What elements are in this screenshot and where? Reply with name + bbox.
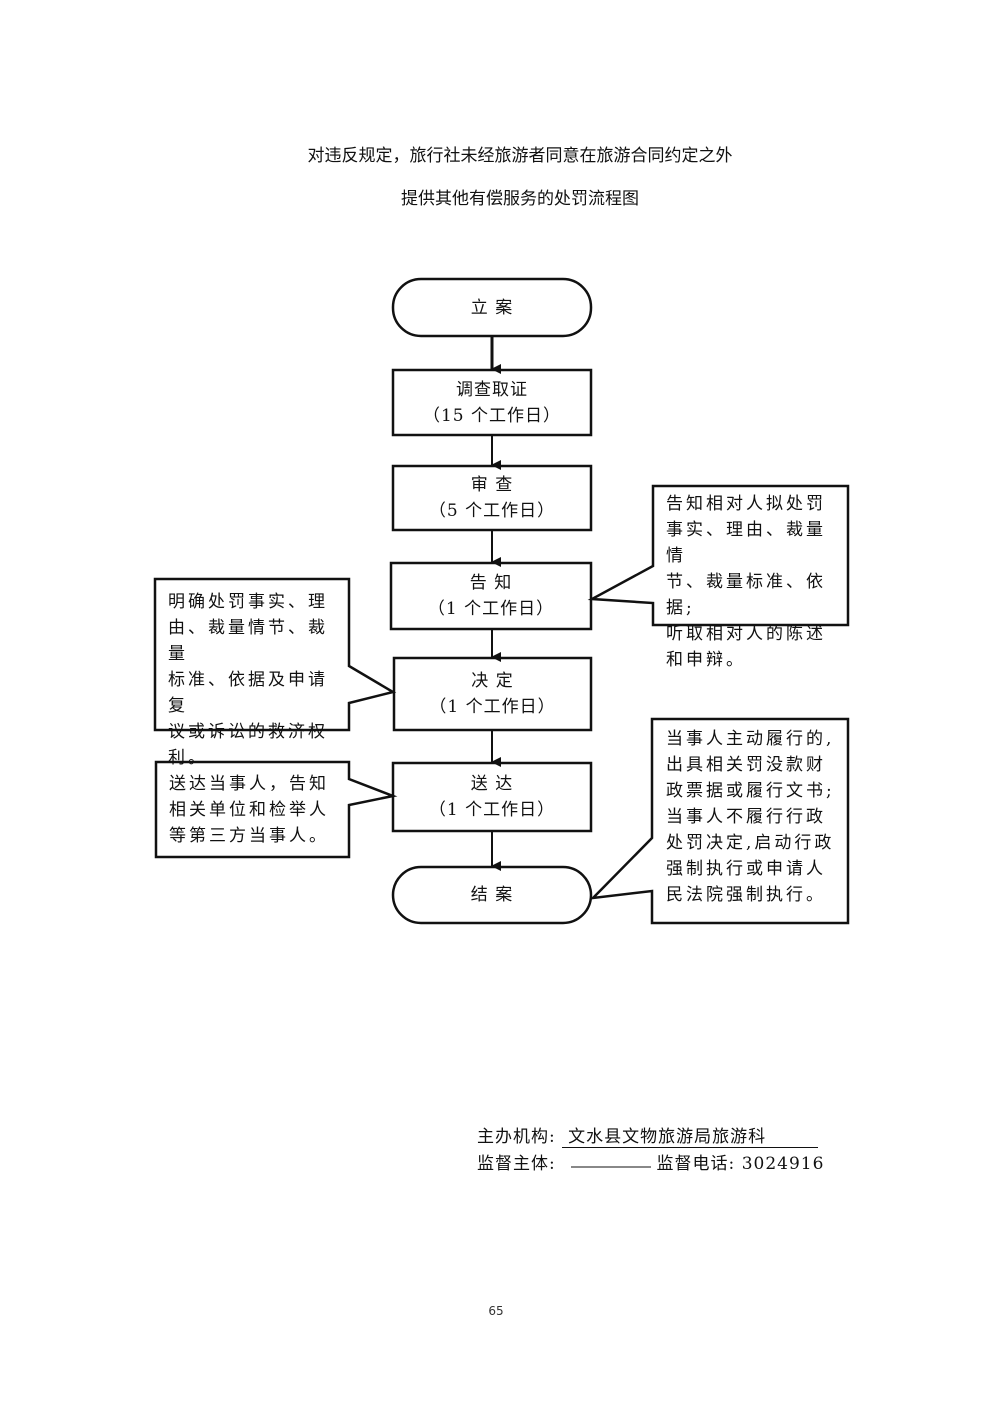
step-label: 告 知 (469, 573, 513, 593)
process-box-investigation (391, 368, 593, 437)
title-line-1: 对违反规定，旅行社未经旅游者同意在旅游合同约定之外 (307, 146, 733, 166)
note-line: 事实、理由、裁量情 (666, 520, 826, 566)
note-line: 处罚决定,启动行政 (666, 833, 835, 853)
step-label: 立 案 (470, 297, 514, 318)
step-closing: 结 案 (393, 867, 591, 923)
step-duration: （1 个工作日） (429, 697, 556, 717)
step-label: 审 查 (470, 475, 514, 495)
footer-supervision: 监督主体: 监督电话: 3024916 (477, 1149, 824, 1174)
supervisor-label: 监督主体: (477, 1154, 556, 1174)
step-duration: （5 个工作日） (428, 501, 556, 521)
note-notify: 告知相对人拟处罚 事实、理由、裁量情 节、裁量标准、依据; 听取相对人的陈述 和… (666, 491, 844, 673)
note-line: 利。 (168, 748, 208, 768)
callout-shape-notify (587, 484, 850, 627)
page-number: 65 (488, 1304, 504, 1318)
step-duration: （1 个工作日） (428, 800, 556, 820)
step-review: 审 查 （5 个工作日） (393, 466, 591, 530)
organizer-label: 主办机构: (477, 1127, 556, 1147)
note-line: 明确处罚事实、理 (168, 592, 328, 612)
note-line: 标准、依据及申请复 (168, 670, 328, 716)
note-line: 议或诉讼的救济权 (168, 722, 328, 742)
step-decision: 决 定 （1 个工作日） (394, 658, 591, 730)
note-line: 和申辩。 (666, 650, 746, 670)
note-decision: 明确处罚事实、理 由、裁量情节、裁量 标准、依据及申请复 议或诉讼的救济权 利。 (168, 589, 346, 771)
phone-label: 监督电话: (656, 1154, 736, 1174)
step-label: 送 达 (470, 774, 514, 794)
footer-organizer: 主办机构: 文水县文物旅游局旅游科 (477, 1122, 819, 1148)
note-line: 当事人主动履行的, (666, 729, 835, 749)
note-line: 听取相对人的陈述 (666, 624, 826, 644)
note-line: 强制执行或申请人 (666, 859, 826, 879)
callout-shape-decision (153, 577, 397, 732)
step-duration: （15 个工作日） (422, 405, 562, 426)
step-filing: 立 案 (393, 279, 591, 336)
note-line: 相关单位和检举人 (169, 800, 329, 820)
step-label: 结 案 (470, 885, 514, 905)
step-investigation: 调查取证 （15 个工作日） (393, 370, 591, 435)
note-line: 节、裁量标准、依据; (666, 572, 826, 618)
note-delivery: 送达当事人，告知 相关单位和检举人 等第三方当事人。 (169, 771, 347, 849)
note-line: 送达当事人，告知 (169, 774, 329, 794)
note-line: 政票据或履行文书; (666, 781, 835, 801)
step-label: 决 定 (471, 671, 514, 691)
phone-value: 3024916 (741, 1154, 825, 1174)
title-line-2: 提供其他有偿服务的处罚流程图 (401, 189, 639, 209)
note-line: 民法院强制执行。 (666, 885, 826, 905)
note-line: 由、裁量情节、裁量 (168, 618, 328, 664)
step-delivery: 送 达 （1 个工作日） (393, 763, 591, 831)
note-line: 当事人不履行行政 (666, 807, 826, 827)
terminal-shape-filing (391, 277, 593, 338)
step-label: 调查取证 (456, 379, 528, 400)
step-duration: （1 个工作日） (427, 599, 555, 619)
note-closing: 当事人主动履行的, 出具相关罚没款财 政票据或履行文书; 当事人不履行行政 处罚… (666, 726, 846, 908)
callout-shape-closing (589, 717, 850, 925)
note-line: 出具相关罚没款财 (666, 755, 826, 775)
note-line: 告知相对人拟处罚 (666, 494, 826, 514)
organizer-value: 文水县文物旅游局旅游科 (562, 1122, 819, 1148)
callout-shape-delivery (154, 760, 398, 859)
step-notify: 告 知 （1 个工作日） (391, 563, 591, 629)
note-line: 等第三方当事人。 (169, 826, 329, 846)
